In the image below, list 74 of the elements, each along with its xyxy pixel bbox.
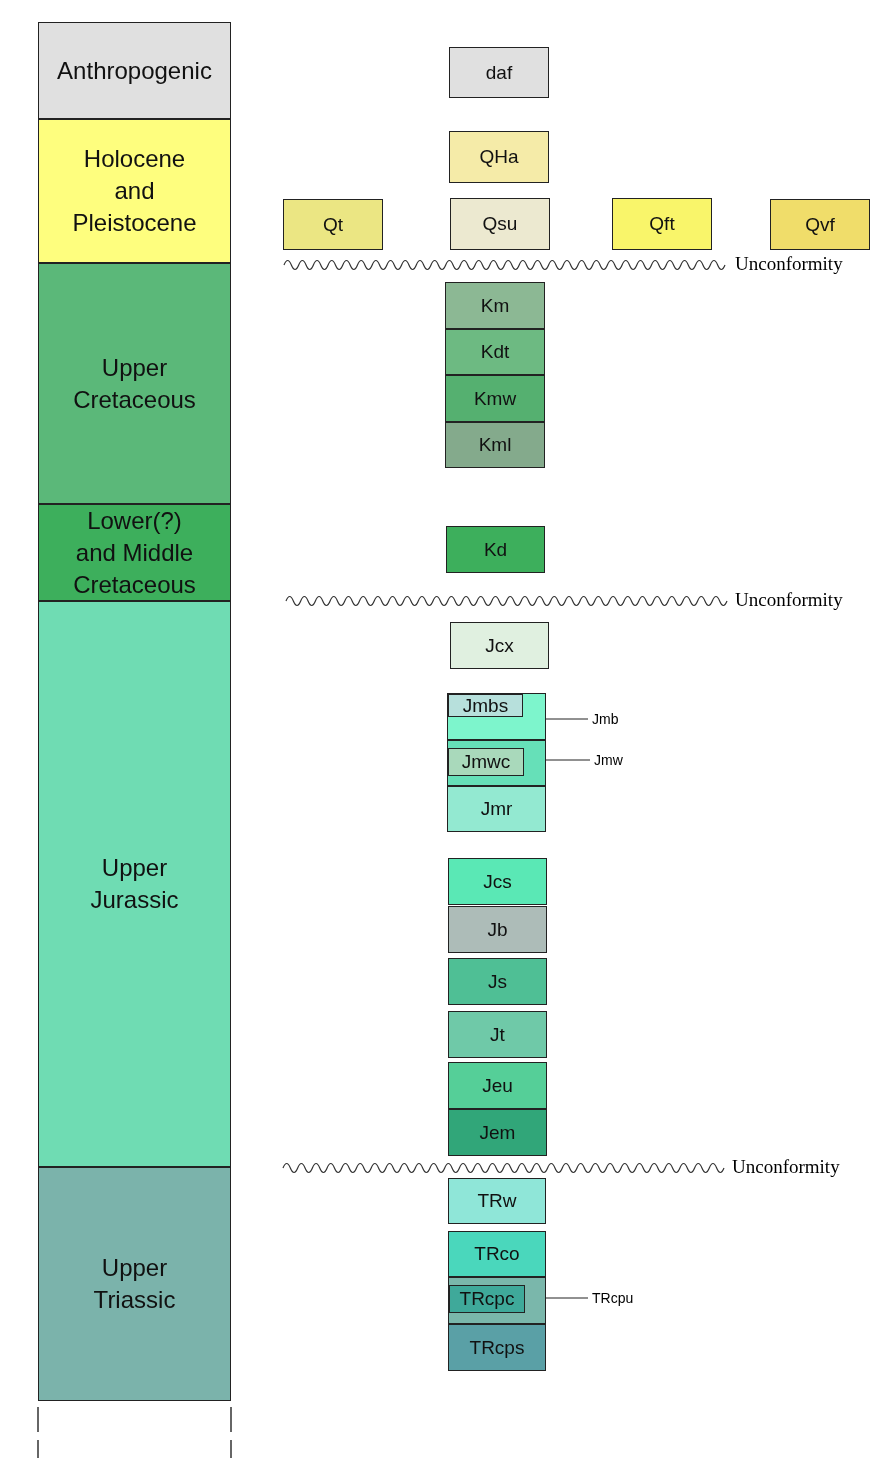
unit-label: Jmb bbox=[592, 711, 619, 727]
unit-code: Qsu bbox=[482, 213, 518, 235]
unit-code: Kd bbox=[483, 538, 508, 561]
unit-code: Jem bbox=[479, 1121, 516, 1144]
period-name: Upper Jurassic bbox=[89, 853, 180, 915]
unit-box bbox=[447, 786, 546, 832]
leader-line bbox=[545, 1297, 589, 1299]
unit-box bbox=[450, 198, 550, 250]
unconformity-label: Unconformity bbox=[735, 253, 843, 275]
unit-box bbox=[448, 906, 547, 953]
unit-box bbox=[283, 199, 383, 250]
unit-code: TRco bbox=[474, 1243, 520, 1265]
unit-label: Jmw bbox=[594, 752, 623, 768]
unit-box bbox=[448, 1011, 547, 1058]
unit-code: Qvf bbox=[805, 213, 835, 236]
time-period-box bbox=[38, 504, 231, 601]
unit-box bbox=[448, 694, 523, 717]
unit-code: Kml bbox=[478, 434, 512, 456]
unit-code: Kdt bbox=[480, 341, 510, 363]
unit-code: Jmbs bbox=[462, 694, 509, 717]
unit-box bbox=[448, 1178, 546, 1224]
leader-line bbox=[545, 718, 589, 720]
unit-code: Km bbox=[480, 294, 510, 317]
unit-code: TRcps bbox=[469, 1336, 525, 1359]
unit-code: Jt bbox=[490, 1023, 505, 1046]
unit-box bbox=[445, 329, 545, 375]
unit-group-box bbox=[448, 1277, 546, 1324]
unit-code: TRcpc bbox=[459, 1288, 515, 1310]
period-name: Upper Triassic bbox=[92, 1253, 177, 1315]
unit-code: Jcx bbox=[485, 634, 514, 657]
unit-box bbox=[770, 199, 870, 250]
time-period-box bbox=[38, 601, 231, 1167]
time-period-box bbox=[38, 22, 231, 119]
unit-box bbox=[446, 526, 545, 573]
unit-code: Js bbox=[488, 970, 507, 993]
unit-code: Jmwc bbox=[461, 751, 511, 773]
period-name: Anthropogenic bbox=[57, 55, 212, 86]
unit-box bbox=[445, 422, 545, 468]
unit-code: Qft bbox=[649, 213, 675, 235]
period-name: Holocene and Pleistocene bbox=[72, 144, 197, 238]
unit-box bbox=[448, 748, 524, 776]
unit-code: Jb bbox=[487, 918, 508, 941]
unit-code: TRw bbox=[477, 1190, 517, 1212]
unconformity-label: Unconformity bbox=[735, 589, 843, 611]
unit-code: Jeu bbox=[482, 1074, 513, 1097]
period-name: Lower(?) and Middle Cretaceous bbox=[73, 505, 196, 600]
unit-code: Qt bbox=[322, 213, 344, 236]
unit-box bbox=[450, 622, 549, 669]
unit-group-box bbox=[447, 740, 546, 786]
unit-box bbox=[448, 1062, 547, 1109]
unit-code: QHa bbox=[479, 146, 519, 168]
unit-box bbox=[445, 282, 545, 329]
unit-box bbox=[449, 47, 549, 98]
unit-code: daf bbox=[485, 61, 513, 84]
unconformity-label: Unconformity bbox=[732, 1156, 840, 1178]
time-period-box bbox=[38, 119, 231, 263]
unit-box bbox=[445, 375, 545, 422]
unit-box bbox=[449, 131, 549, 183]
time-period-box bbox=[38, 1167, 231, 1401]
unit-box bbox=[449, 1285, 525, 1313]
leader-line bbox=[545, 759, 591, 761]
unit-box bbox=[448, 858, 547, 905]
unit-label: TRcpu bbox=[592, 1290, 634, 1306]
unit-code: Jmr bbox=[480, 798, 513, 820]
unit-group-box bbox=[447, 693, 546, 740]
unit-box bbox=[448, 958, 547, 1005]
unit-code: Jcs bbox=[483, 870, 512, 893]
unit-box bbox=[448, 1324, 546, 1371]
unit-code: Kmw bbox=[473, 387, 517, 410]
unit-box bbox=[448, 1231, 546, 1277]
unit-box bbox=[448, 1109, 547, 1156]
time-period-box bbox=[38, 263, 231, 504]
unit-box bbox=[612, 198, 712, 250]
period-name: Upper Cretaceous bbox=[73, 352, 196, 415]
